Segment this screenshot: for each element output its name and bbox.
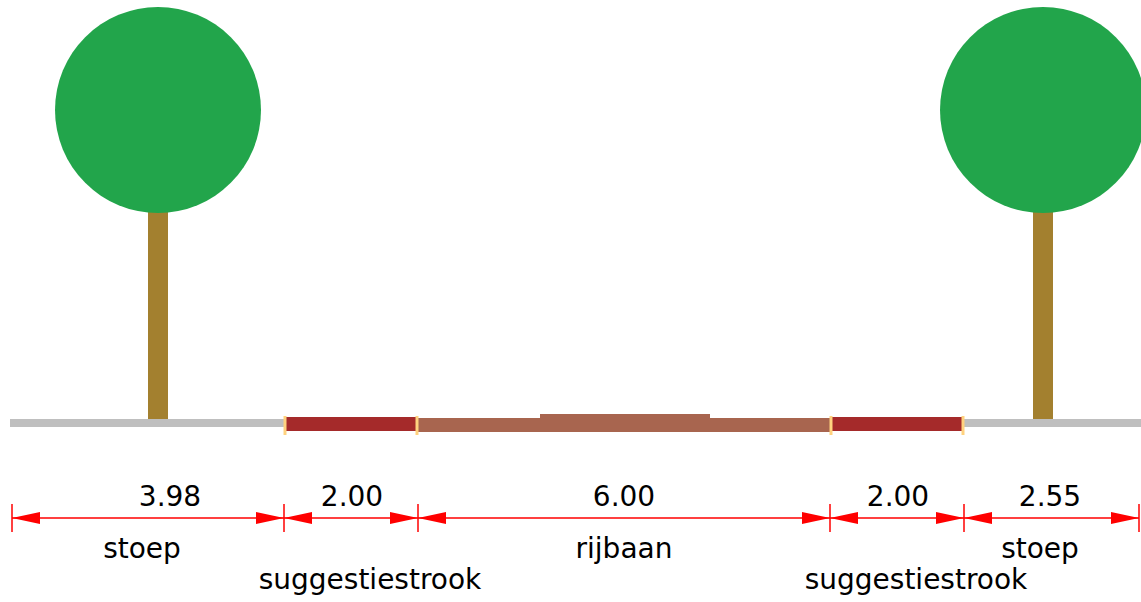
dimension-value: 2.55 xyxy=(1017,482,1083,512)
sidewalk xyxy=(10,419,284,427)
part-name: suggestiestrook xyxy=(257,565,484,595)
sidewalk xyxy=(963,419,1141,427)
dimension-value: 3.98 xyxy=(137,482,203,512)
dimension-arrow xyxy=(390,512,418,524)
carriageway xyxy=(418,414,830,432)
dimension-arrow xyxy=(830,512,858,524)
part-name: rijbaan xyxy=(574,534,675,564)
tree-crown xyxy=(55,7,261,213)
dimension-arrow xyxy=(256,512,284,524)
dimension-arrow xyxy=(936,512,964,524)
dimension-value: 2.00 xyxy=(865,482,931,512)
dimension-value: 6.00 xyxy=(591,482,657,512)
lane-marker xyxy=(285,416,963,435)
dimension-arrow xyxy=(964,512,992,524)
dimension-arrow xyxy=(418,512,446,524)
tree-trunk xyxy=(1033,205,1053,419)
dimension-arrow xyxy=(1111,512,1139,524)
dimension-arrow xyxy=(802,512,830,524)
dimension-arrow xyxy=(284,512,312,524)
part-name: stoep xyxy=(999,534,1081,564)
part-name: suggestiestrook xyxy=(803,565,1030,595)
dimension-value: 2.00 xyxy=(319,482,385,512)
bike-lane xyxy=(832,417,962,431)
tree-trunk xyxy=(148,205,168,419)
tree-crown xyxy=(940,7,1141,213)
bike-lane xyxy=(286,417,416,431)
part-name: stoep xyxy=(101,534,183,564)
dimension-arrow xyxy=(12,512,40,524)
